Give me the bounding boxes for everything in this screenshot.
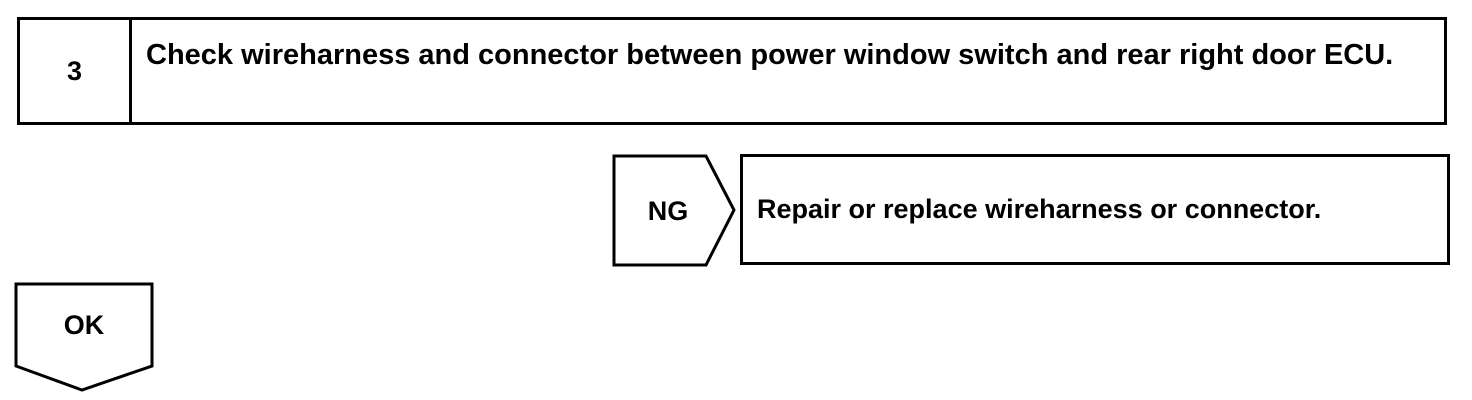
ng-label: NG [647,196,689,226]
ng-action-box: Repair or replace wireharness or connect… [740,154,1450,265]
step-box: 3 Check wireharness and connector betwee… [17,17,1447,125]
ng-arrow-tag [612,154,736,267]
ok-arrow-tag [14,282,154,392]
ok-label: OK [63,310,105,340]
step-number: 3 [20,20,132,122]
ng-action-text: Repair or replace wireharness or connect… [757,194,1322,224]
step-description: Check wireharness and connector between … [146,39,1394,71]
